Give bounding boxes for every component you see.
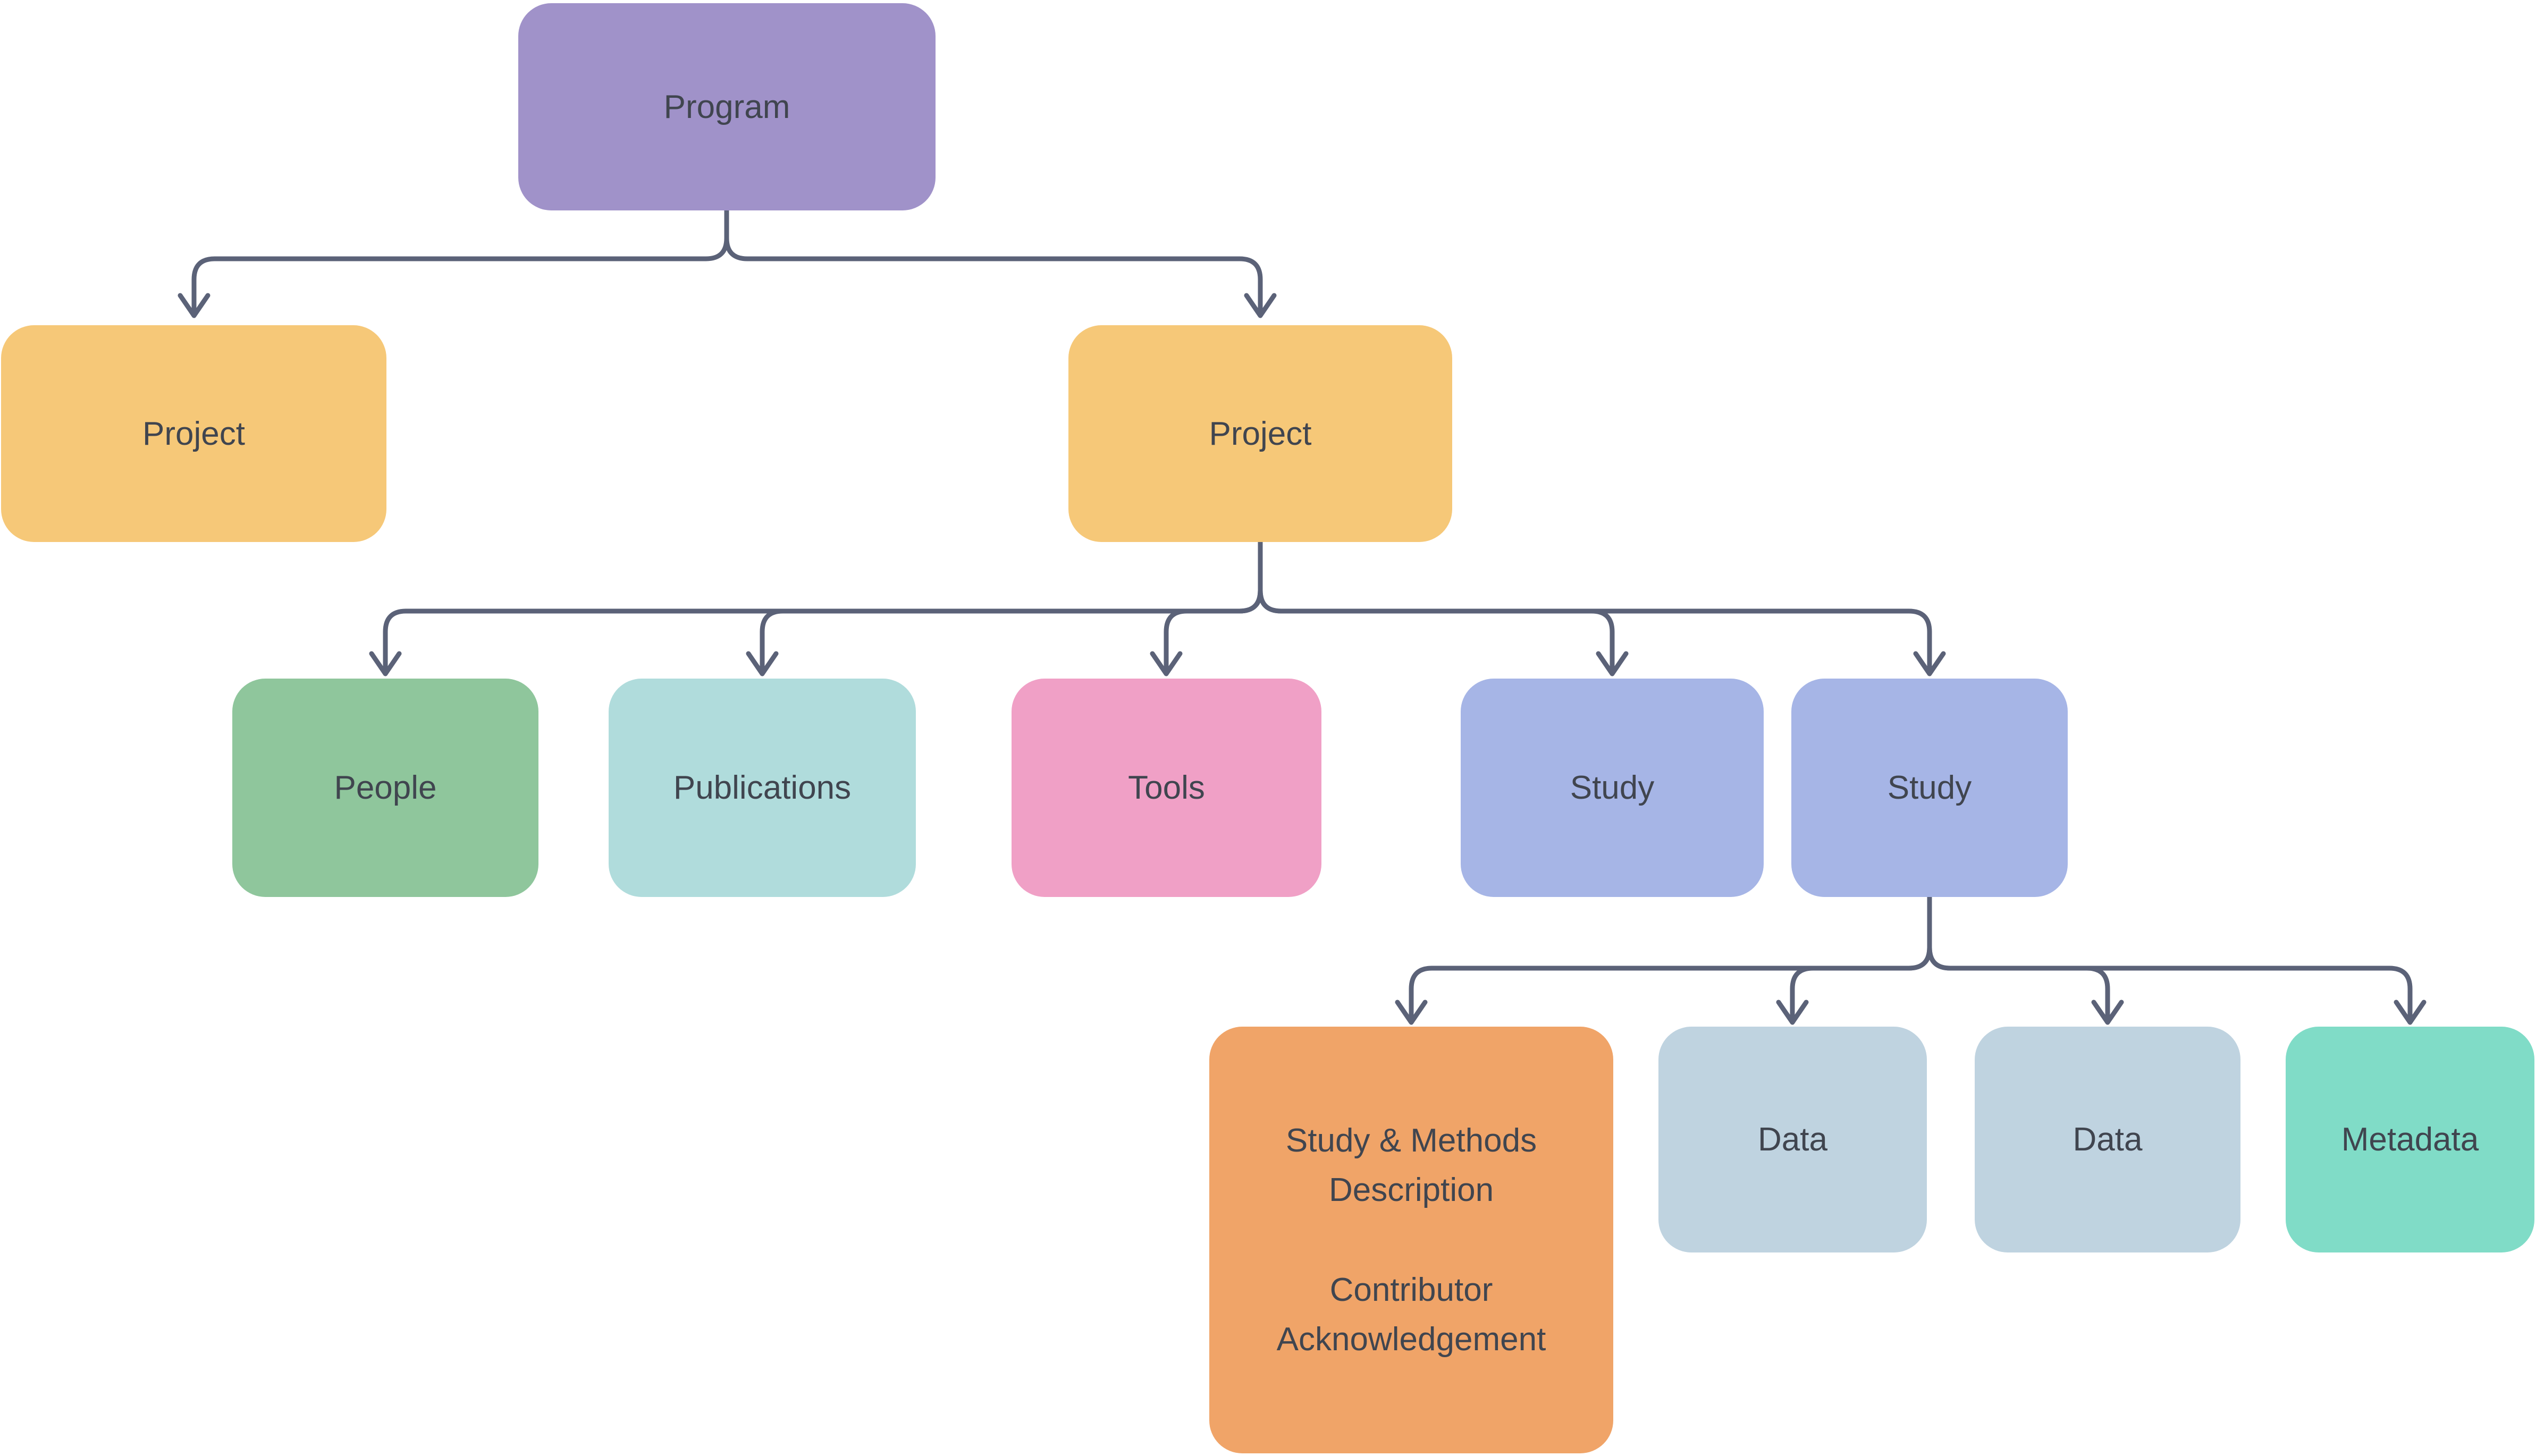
node-project-left-label: Project <box>142 415 245 452</box>
node-project-left: Project <box>1 325 386 542</box>
node-metadata-label: Metadata <box>2341 1121 2479 1158</box>
edge-project-tools <box>1150 539 1263 676</box>
node-study-2: Study <box>1791 679 2068 897</box>
node-people: People <box>232 679 538 897</box>
node-project-right-label: Project <box>1209 415 1312 452</box>
node-data-1: Data <box>1658 1027 1927 1252</box>
node-publications-label: Publications <box>673 769 852 806</box>
node-methods-label-bottom: Contributor Acknowledgement <box>1276 1272 1546 1358</box>
node-people-label: People <box>334 769 437 806</box>
edge-study-data-1 <box>1776 894 1932 1025</box>
node-publications: Publications <box>609 679 916 897</box>
node-program: Program <box>518 3 936 210</box>
node-tools: Tools <box>1012 679 1321 897</box>
edge-study-metadata <box>1927 894 2427 1025</box>
node-tools-label: Tools <box>1128 769 1205 806</box>
edge-project-publications <box>746 539 1263 676</box>
edge-project-people <box>369 539 1263 676</box>
node-data-2: Data <box>1975 1027 2240 1252</box>
node-metadata: Metadata <box>2286 1027 2534 1252</box>
node-study-methods-description: Study & Methods Description Contributor … <box>1209 1027 1613 1453</box>
node-project-right: Project <box>1068 325 1452 542</box>
node-data-1-label: Data <box>1758 1121 1827 1158</box>
node-study-1-label: Study <box>1570 769 1655 806</box>
node-program-label: Program <box>663 88 790 125</box>
node-study-1: Study <box>1461 679 1764 897</box>
edge-project-study-2 <box>1258 539 1946 676</box>
edge-project-study-1 <box>1258 539 1629 676</box>
edge-program-project-right <box>724 208 1277 318</box>
edge-study-methods <box>1395 894 1932 1025</box>
node-data-2-label: Data <box>2073 1121 2143 1158</box>
node-study-2-label: Study <box>1887 769 1972 806</box>
node-methods-label-top: Study & Methods Description <box>1285 1122 1537 1208</box>
edge-program-project-left <box>178 208 729 318</box>
edge-study-data-2 <box>1927 894 2124 1025</box>
